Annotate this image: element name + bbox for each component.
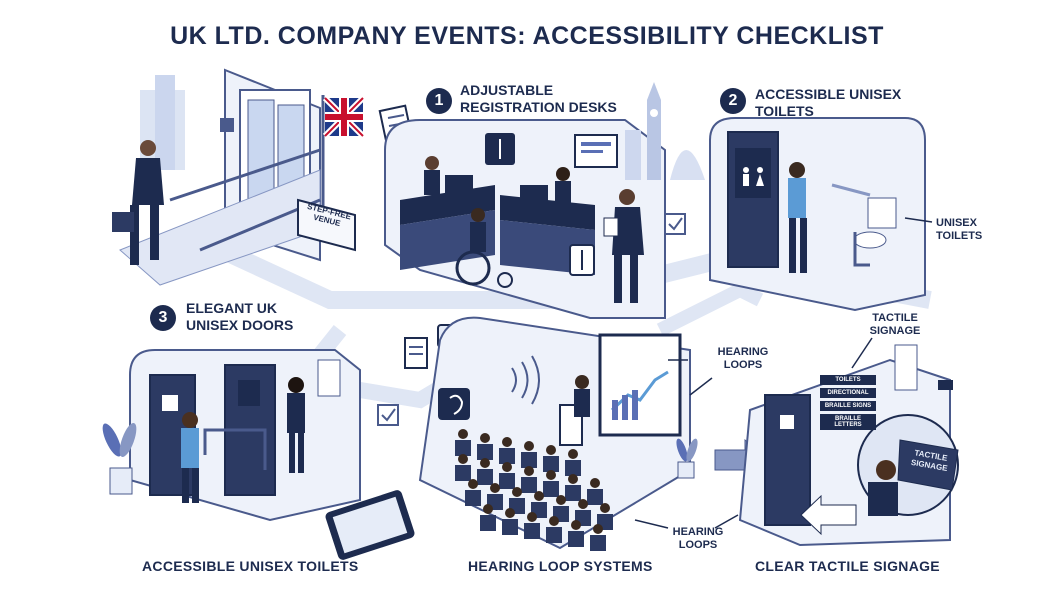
hearing-loop-icon <box>438 388 470 420</box>
callout-unisex-toilets: UNISEX TOILETS <box>936 217 983 242</box>
section-3-line1: ELEGANT UK <box>186 300 277 316</box>
audience-member-head <box>524 466 534 476</box>
callout-line <box>714 514 739 529</box>
audience-member-head <box>458 429 468 439</box>
audience-seat <box>521 452 537 468</box>
audience-member-head <box>483 504 493 514</box>
directional-sign: TOILETS <box>820 375 876 385</box>
audience-member-head <box>468 479 478 489</box>
audience-member-head <box>458 454 468 464</box>
audience-seat <box>565 460 581 476</box>
audience-seat <box>565 485 581 501</box>
document-icon <box>404 337 428 369</box>
step-number-3: 3 <box>150 305 176 331</box>
callout-line <box>634 519 669 529</box>
audience-seat <box>543 456 559 472</box>
audience-member-head <box>527 512 537 522</box>
section-1-line1: ADJUSTABLE <box>460 82 554 98</box>
audience-seat <box>524 523 540 539</box>
audience-member-head <box>578 499 588 509</box>
audience-member-head <box>549 516 559 526</box>
audience-member-head <box>480 458 490 468</box>
directional-sign: BRAILLE SIGNS <box>820 401 876 411</box>
tactile-scene <box>738 344 959 547</box>
audience-member-head <box>502 437 512 447</box>
big-ben-icon <box>625 82 705 180</box>
uk-flag-icon <box>322 95 366 139</box>
checkmark-icon <box>377 404 399 426</box>
audience-seat <box>465 490 481 506</box>
floor-path <box>656 282 764 337</box>
audience-member-head <box>590 478 600 488</box>
page-title: UK LTD. COMPANY EVENTS: ACCESSIBILITY CH… <box>170 22 884 50</box>
callout-line <box>904 217 933 223</box>
plant-icon <box>676 438 698 479</box>
audience-member-head <box>593 524 603 534</box>
audience-member-head <box>480 433 490 443</box>
audience-seat <box>568 531 584 547</box>
audience-member-head <box>556 495 566 505</box>
audience-member-head <box>505 508 515 518</box>
audience-member-head <box>502 462 512 472</box>
audience-seat <box>587 489 603 505</box>
audience-member-head <box>524 441 534 451</box>
audience-seat <box>455 440 471 456</box>
directional-sign-stack: TOILETS DIRECTIONAL BRAILLE SIGNS BRAILL… <box>820 372 876 433</box>
accessible-icon <box>220 118 234 132</box>
audience-seat <box>502 519 518 535</box>
caption-tactile-signage: CLEAR TACTILE SIGNAGE <box>755 558 940 574</box>
audience-member-head <box>512 487 522 497</box>
audience-member-head <box>571 520 581 530</box>
callout-hearing-loops-top: HEARING LOOPS <box>717 346 769 371</box>
doors-scene <box>102 349 361 522</box>
audience-member-head <box>546 470 556 480</box>
section-2-title: ACCESSIBLE UNISEX TOILETS <box>755 86 901 120</box>
directional-sign: BRAILLE LETTERS <box>820 414 876 430</box>
callout-line <box>689 377 713 396</box>
caption-accessible-toilets: ACCESSIBLE UNISEX TOILETS <box>142 558 359 574</box>
audience-seat <box>477 469 493 485</box>
audience-seat <box>499 448 515 464</box>
audience-seat <box>590 535 606 551</box>
callout-line <box>851 337 873 369</box>
unisex-icon <box>743 167 764 186</box>
audience-member-head <box>568 449 578 459</box>
step-number-1: 1 <box>426 88 452 114</box>
checkmark-icon <box>664 213 686 235</box>
audience-seat <box>543 481 559 497</box>
audience-seat <box>499 473 515 489</box>
audience <box>455 429 613 551</box>
auditorium-scene <box>418 316 691 550</box>
section-1-line2: REGISTRATION DESKS <box>460 99 617 115</box>
entrance-scene <box>112 68 366 286</box>
audience-seat <box>546 527 562 543</box>
audience-member-head <box>600 503 610 513</box>
audience-seat <box>477 444 493 460</box>
tablet-icon <box>325 490 415 560</box>
step-number-2: 2 <box>720 88 746 114</box>
section-3-title: ELEGANT UK UNISEX DOORS <box>186 300 293 334</box>
caption-hearing-loop: HEARING LOOP SYSTEMS <box>468 558 653 574</box>
audience-seat <box>455 465 471 481</box>
section-2-line2: TOILETS <box>755 103 814 119</box>
section-3-line2: UNISEX DOORS <box>186 317 294 333</box>
audience-member-head <box>534 491 544 501</box>
section-2-line1: ACCESSIBLE UNISEX <box>755 86 902 102</box>
audience-seat <box>480 515 496 531</box>
registration-scene <box>384 119 666 319</box>
audience-member-head <box>568 474 578 484</box>
callout-hearing-loops-bottom: HEARING LOOPS <box>672 526 724 551</box>
venue-sign <box>297 198 356 252</box>
audience-member-head <box>546 445 556 455</box>
section-1-title: ADJUSTABLE REGISTRATION DESKS <box>460 82 617 116</box>
audience-seat <box>521 477 537 493</box>
callout-tactile-signage: TACTILE SIGNAGE <box>869 312 921 337</box>
directional-sign: DIRECTIONAL <box>820 388 876 398</box>
audience-member-head <box>490 483 500 493</box>
toilet-scene <box>709 117 926 312</box>
